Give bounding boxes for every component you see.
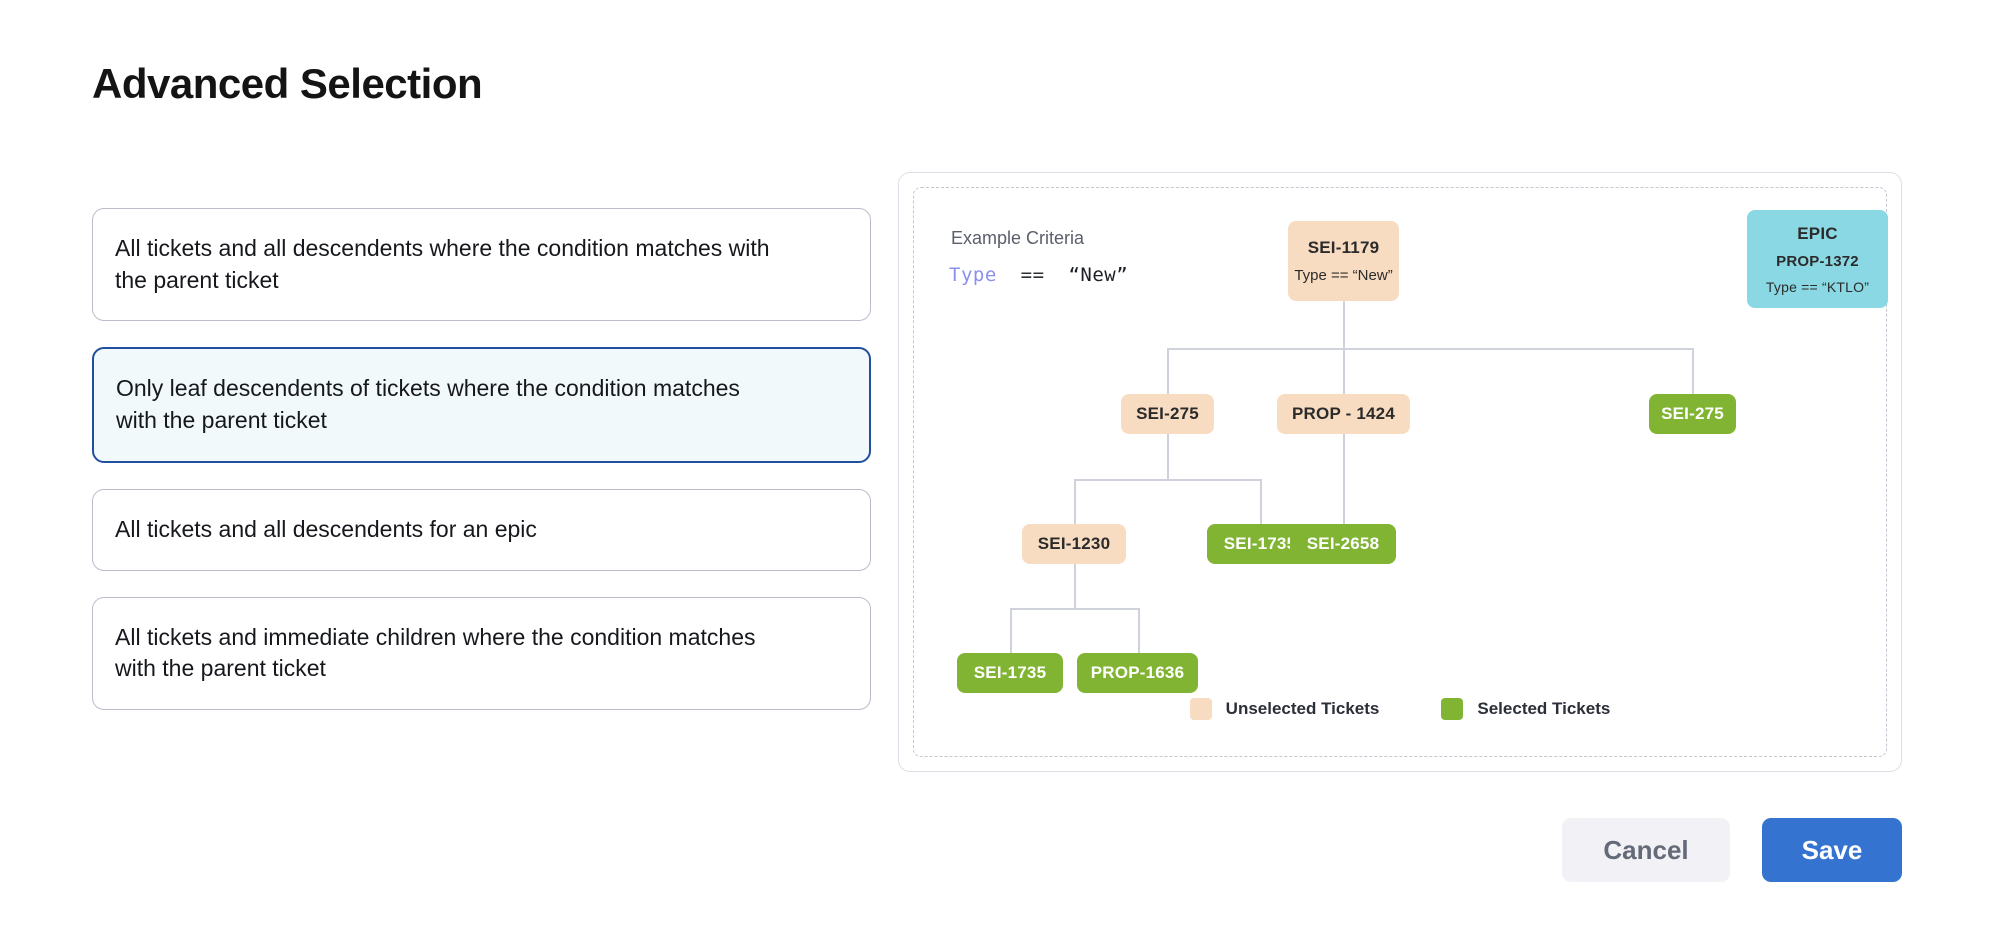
selection-options-list: All tickets and all descendents where th… [92,208,871,711]
connector-root-down [1343,300,1345,349]
connector-sei1230-down [1074,563,1076,609]
tree-node-prop-1424[interactable]: PROP - 1424 [1277,394,1410,434]
option-label: All tickets and all descendents where th… [115,235,770,293]
connector-drop-prop1424 [1343,348,1345,395]
node-subtitle: Type == “New” [1294,267,1393,284]
node-label: EPIC [1797,223,1838,243]
node-label: SEI-2658 [1306,534,1380,553]
connector-prop1424-down [1343,433,1345,525]
tree-node-sei-1179[interactable]: SEI-1179 Type == “New” [1288,221,1399,301]
legend-item-unselected: Unselected Tickets [1189,698,1380,720]
connector-drop-prop1636 [1138,608,1140,653]
page-title: Advanced Selection [92,60,483,107]
option-card-leaf-descendents[interactable]: Only leaf descendents of tickets where t… [92,347,871,463]
connector-bus-row1 [1167,348,1693,350]
criteria-value: “New” [1068,264,1129,286]
tree-node-sei-1735-b[interactable]: SEI-1735 [957,653,1063,693]
connector-bus-row2 [1074,479,1261,481]
tree-node-sei-2658[interactable]: SEI-2658 [1290,524,1396,564]
connector-drop-sei1230 [1074,479,1076,525]
tree-node-epic-prop-1372[interactable]: EPIC PROP-1372 Type == “KTLO” [1747,210,1888,308]
criteria-field: Type [949,264,997,286]
tree-node-sei-1230[interactable]: SEI-1230 [1022,524,1126,564]
dialog-footer: Cancel Save [1562,818,1902,882]
option-label: All tickets and immediate children where… [115,623,756,682]
connector-drop-sei1735b [1010,608,1012,653]
legend-label: Unselected Tickets [1225,699,1380,718]
diagram-dashed-frame: Example Criteria Type == “New” [913,187,1888,757]
node-label: SEI-1230 [1037,534,1111,553]
connector-sei275a-down [1167,433,1169,480]
node-label: PROP - 1424 [1292,404,1395,423]
option-label: Only leaf descendents of tickets where t… [116,375,740,434]
diagram-legend: Unselected Tickets Selected Tickets [914,698,1886,720]
node-label: SEI-1179 [1307,238,1380,257]
node-criteria: Type == “KTLO” [1765,278,1870,295]
connector-drop-sei275a [1167,348,1169,395]
tree-node-sei-275-a[interactable]: SEI-275 [1121,394,1214,434]
tree-node-sei-275-b[interactable]: SEI-275 [1649,394,1736,434]
option-card-all-descendents[interactable]: All tickets and all descendents where th… [92,208,871,322]
connector-bus-row3 [1010,608,1139,610]
criteria-title: Example Criteria [951,228,1085,248]
node-label: SEI-275 [1136,404,1199,423]
unselected-swatch-icon [1189,698,1212,720]
selected-swatch-icon [1441,698,1464,720]
legend-item-selected: Selected Tickets [1441,698,1610,720]
node-label: SEI-1735 [1223,534,1297,553]
node-label: SEI-1735 [973,663,1047,682]
criteria-operator: == [1020,264,1045,286]
save-button[interactable]: Save [1762,818,1902,882]
option-card-immediate-children[interactable]: All tickets and immediate children where… [92,596,871,711]
node-label: SEI-275 [1661,404,1724,423]
criteria-expression: Type == “New” [949,264,1128,286]
node-label: PROP-1636 [1090,663,1185,682]
ticket-tree: SEI-1179 Type == “New” EPIC PROP-1372 Ty… [914,188,1888,756]
example-diagram-panel: Example Criteria Type == “New” [898,172,1902,772]
legend-label: Selected Tickets [1477,699,1611,718]
option-card-epic-descendents[interactable]: All tickets and all descendents for an e… [92,488,871,571]
cancel-button[interactable]: Cancel [1562,818,1730,882]
connector-drop-sei275b [1692,348,1694,395]
option-label: All tickets and all descendents for an e… [115,515,537,542]
connector-drop-sei1735a [1260,479,1262,525]
tree-node-prop-1636[interactable]: PROP-1636 [1077,653,1198,693]
node-subtitle: PROP-1372 [1776,252,1859,270]
